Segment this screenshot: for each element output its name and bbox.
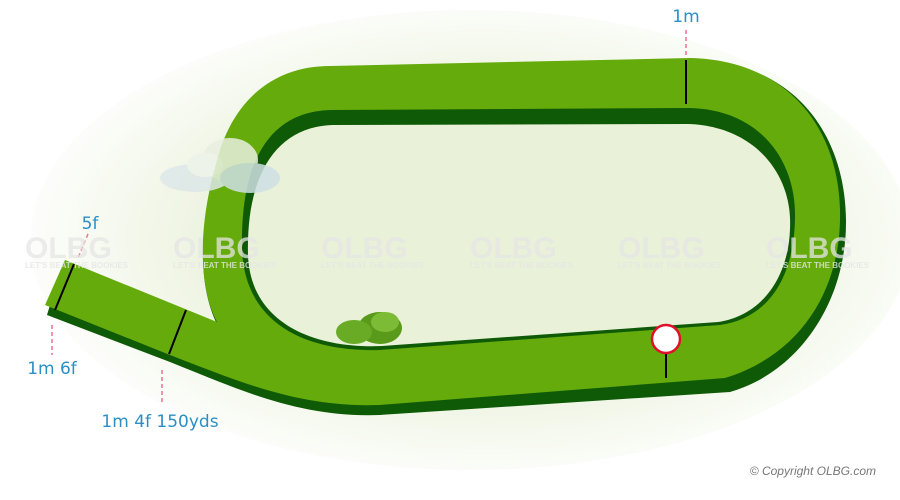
watermark-logo: OLBG (618, 232, 705, 265)
watermark-logo: OLBG (25, 232, 112, 265)
watermark-tagline: LET'S BEAT THE BOOKIES (618, 261, 722, 270)
watermark-tagline: LET'S BEAT THE BOOKIES (173, 261, 277, 270)
pointer-5f (77, 233, 89, 259)
watermark-tagline: LET'S BEAT THE BOOKIES (25, 261, 129, 270)
watermark-logo: OLBG (173, 232, 260, 265)
watermark-tagline: LET'S BEAT THE BOOKIES (766, 261, 870, 270)
bush-icon (336, 312, 402, 344)
winning-post-icon (650, 323, 682, 355)
label-1m6f: 1m 6f (27, 359, 78, 379)
watermark-logo: OLBG (321, 232, 408, 265)
watermark-tagline: LET'S BEAT THE BOOKIES (470, 261, 574, 270)
watermark-logo: OLBG (470, 232, 557, 265)
marker-1m4f150 (168, 309, 187, 355)
label-1m4f150yds: 1m 4f 150yds (101, 412, 218, 432)
cloud-icon (160, 138, 280, 193)
watermark-logo: OLBG (766, 232, 853, 265)
marker-5f (54, 263, 75, 311)
infield (247, 124, 791, 347)
label-1m: 1m (672, 7, 699, 27)
watermark-tagline: LET'S BEAT THE BOOKIES (321, 261, 425, 270)
label-5f: 5f (82, 214, 100, 234)
copyright-text: © Copyright OLBG.com (749, 464, 876, 478)
